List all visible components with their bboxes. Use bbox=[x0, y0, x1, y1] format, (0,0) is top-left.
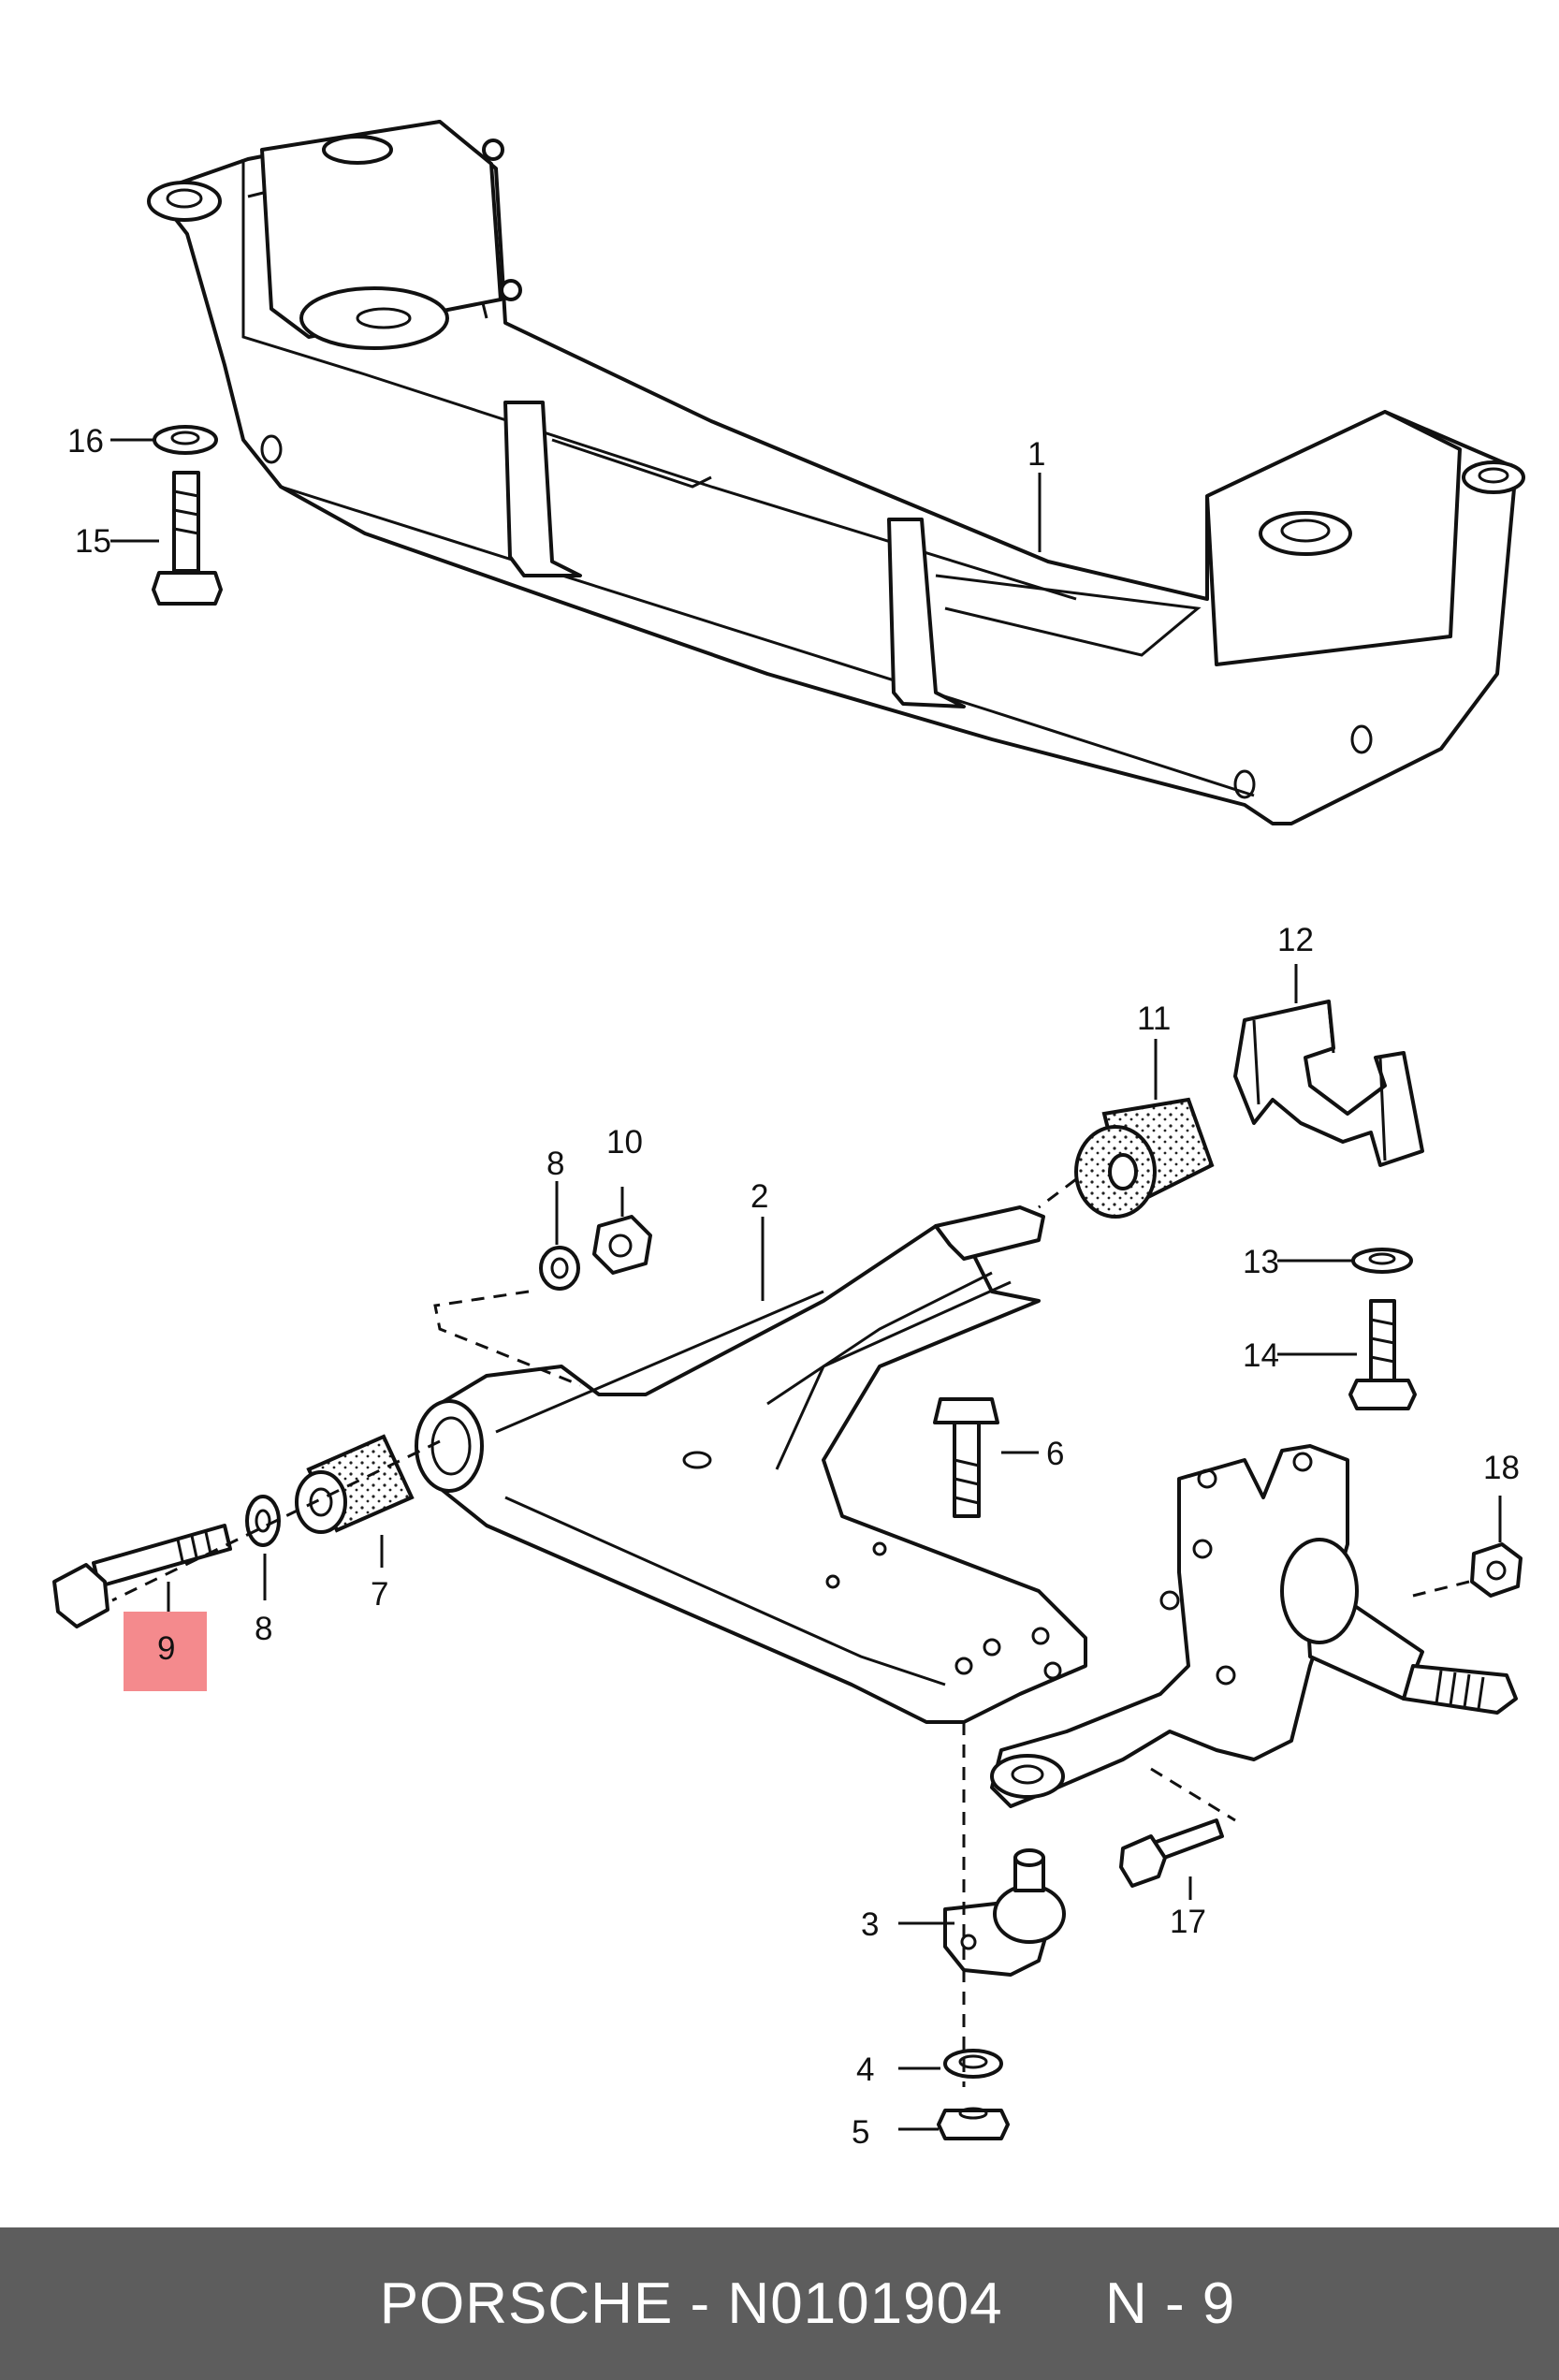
footer-separator: - bbox=[673, 2271, 728, 2336]
callout-2: 2 bbox=[750, 1178, 768, 1215]
footer-caption: PORSCHE - N0101904 N - 9 bbox=[380, 2270, 1236, 2337]
bolt-15-part bbox=[152, 471, 223, 606]
steering-knuckle-part bbox=[990, 1444, 1518, 1808]
callout-15: 15 bbox=[75, 523, 111, 560]
callout-9: 9 bbox=[157, 1630, 175, 1667]
callout-10: 10 bbox=[606, 1124, 643, 1161]
bolt-6-part bbox=[933, 1397, 999, 1518]
washer-8-upper-part bbox=[539, 1246, 580, 1291]
highlighted-part-marker bbox=[124, 1612, 207, 1691]
callout-7: 7 bbox=[371, 1576, 388, 1613]
callout-3: 3 bbox=[861, 1906, 879, 1943]
callout-1: 1 bbox=[1027, 436, 1045, 473]
callout-16: 16 bbox=[67, 423, 104, 460]
bolt-14-part bbox=[1348, 1299, 1417, 1410]
nut-10-part bbox=[592, 1215, 652, 1275]
bushing-7-part bbox=[295, 1434, 415, 1534]
bolt-9-part bbox=[52, 1524, 232, 1628]
footer-page-ref: N - 9 bbox=[1104, 2271, 1236, 2336]
washer-8-lower-part bbox=[245, 1495, 281, 1547]
leader-lines bbox=[110, 438, 1502, 2131]
callout-12: 12 bbox=[1277, 922, 1314, 958]
bolt-17-part bbox=[1119, 1818, 1224, 1888]
control-arm-part bbox=[415, 1205, 1087, 1724]
callout-18: 18 bbox=[1483, 1450, 1520, 1486]
callout-6: 6 bbox=[1046, 1436, 1064, 1472]
assembly-lines bbox=[111, 1177, 1470, 2087]
callout-11: 11 bbox=[1137, 1000, 1171, 1037]
nut-5-part bbox=[937, 2107, 1010, 2140]
callout-8-lower: 8 bbox=[255, 1611, 272, 1647]
washer-13-part bbox=[1351, 1248, 1413, 1274]
footer-bar: PORSCHE - N0101904 N - 9 bbox=[0, 2227, 1559, 2380]
callout-8-upper: 8 bbox=[546, 1146, 564, 1182]
callout-13: 13 bbox=[1243, 1244, 1279, 1280]
footer-gap bbox=[1003, 2271, 1105, 2336]
ball-joint-3-part bbox=[943, 1848, 1066, 1977]
callout-17: 17 bbox=[1170, 1904, 1206, 1940]
crossmember-part bbox=[147, 120, 1525, 825]
clamp-12-part bbox=[1233, 1000, 1424, 1167]
footer-brand: PORSCHE bbox=[379, 2271, 674, 2336]
footer-part-number: N0101904 bbox=[727, 2271, 1003, 2336]
bushing-11-part bbox=[1074, 1097, 1215, 1219]
lock-washer-4-part bbox=[943, 2049, 1003, 2079]
nut-18-part bbox=[1470, 1542, 1523, 1598]
callout-5: 5 bbox=[852, 2114, 869, 2151]
washer-16-part bbox=[153, 425, 218, 455]
exploded-parts-diagram: 1 2 3 4 5 6 7 8 8 10 9 11 12 13 14 15 16… bbox=[52, 120, 1525, 2151]
callout-4: 4 bbox=[856, 2051, 874, 2088]
callout-labels: 1 2 3 4 5 6 7 8 8 10 9 11 12 13 14 15 16… bbox=[67, 423, 1520, 2151]
callout-14: 14 bbox=[1243, 1337, 1279, 1374]
